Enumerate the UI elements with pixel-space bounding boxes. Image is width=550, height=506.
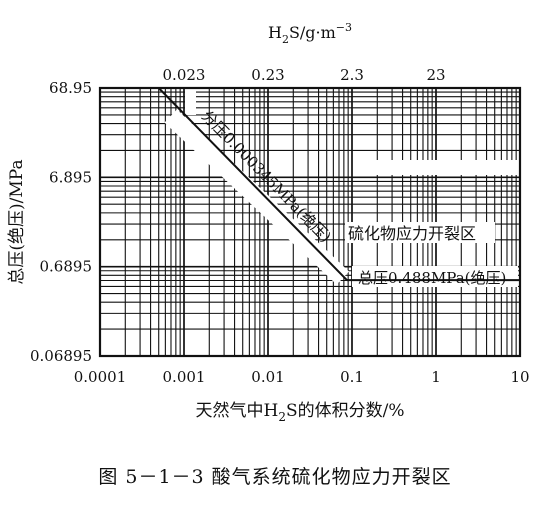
figure-caption: 图 5－1－3 酸气系统硫化物应力开裂区 [98, 466, 452, 488]
top-axis-title-part: H [268, 23, 282, 42]
top-axis-title-superscript: −3 [336, 21, 352, 34]
y-tick-label: 68.95 [49, 79, 92, 97]
top-notch [185, 89, 196, 115]
y-axis-title: 总压(绝压)/MPa [7, 159, 27, 284]
region-label: 硫化物应力开裂区 [348, 224, 476, 243]
x-tick-label: 10 [510, 368, 529, 386]
plot-frame [98, 86, 522, 358]
x-axis-title-part: S的体积分数/% [286, 401, 405, 421]
x-axis-title-subscript: 2 [278, 410, 286, 424]
boundary-line-partial-pressure [157, 87, 348, 281]
horizontal-label-band [352, 266, 518, 287]
x-tick-label: 0.01 [251, 368, 284, 386]
top-axis-title-subscript: 2 [282, 33, 289, 46]
y-tick-label: 0.06895 [30, 347, 92, 365]
top-tick-label: 0.023 [163, 66, 206, 84]
diagonal-label-band [164, 109, 350, 285]
x-axis-title: 天然气中H2S的体积分数/% [196, 401, 405, 424]
upper-right-band [368, 160, 519, 175]
x-tick-label: 0.001 [163, 368, 206, 386]
x-tick-label: 0.0001 [74, 368, 127, 386]
top-tick-label: 2.3 [340, 66, 364, 84]
top-axis-title: H2S/g·m−3 [268, 21, 352, 46]
x-tick-label: 1 [431, 368, 441, 386]
top-tick-label: 0.23 [251, 66, 284, 84]
boundary-lines [157, 87, 520, 287]
horizontal-boundary-label: 总压0.488MPa(绝压) [358, 269, 506, 287]
top-tick-label: 23 [426, 66, 445, 84]
plot-border [98, 86, 522, 358]
y-tick-label: 6.895 [49, 168, 92, 186]
x-axis-title-part: 天然气中H [196, 401, 279, 421]
y-tick-label: 0.6895 [40, 258, 93, 276]
region-label-band [345, 222, 495, 243]
top-axis-title-part: S/g·m [289, 23, 336, 42]
x-tick-label: 0.1 [340, 368, 364, 386]
